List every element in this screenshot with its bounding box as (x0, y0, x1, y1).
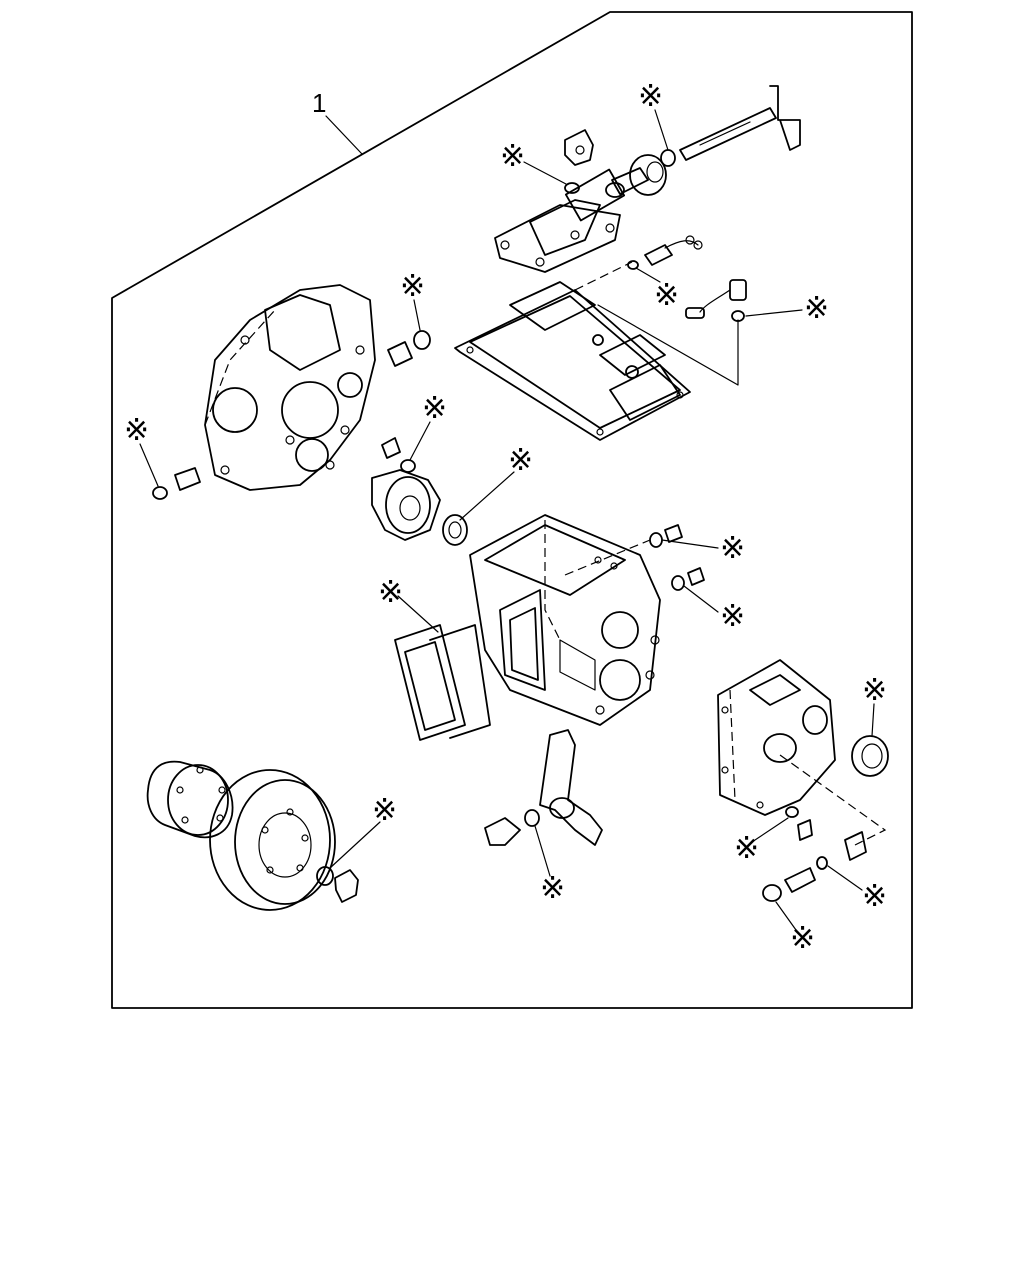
flywheel (209, 769, 336, 911)
elbow-fitting (564, 129, 594, 166)
replacement-marker: ※ (862, 879, 887, 914)
bolt (381, 437, 416, 473)
rear-extension-housing (717, 659, 836, 816)
replacement-marker: ※ (508, 443, 533, 478)
oil-seal (442, 514, 468, 546)
marker-group: ※ ※ ※ ※ ※ ※ ※ ※ ※ ※ ※ ※ ※ ※ ※ ※ ※ (124, 79, 887, 956)
companion-flange (146, 760, 234, 839)
shift-control-valve (494, 168, 626, 273)
speedometer-sleeve (762, 806, 867, 902)
guide-line (574, 261, 633, 291)
pivot-bolt (484, 809, 540, 846)
replacement-marker: ※ (400, 269, 425, 304)
replacement-marker: ※ (124, 413, 149, 448)
replacement-marker: ※ (372, 793, 397, 828)
bushing (387, 330, 431, 367)
lock-nut (316, 866, 359, 903)
inspection-cover-gaskets (394, 624, 491, 741)
replacement-marker: ※ (500, 139, 525, 174)
replacement-marker: ※ (638, 79, 663, 114)
guide-line (597, 304, 739, 386)
shift-roller (629, 154, 667, 196)
sensor-with-harness (685, 279, 747, 322)
shift-fork (539, 729, 603, 846)
replacement-marker: ※ (540, 871, 565, 906)
replacement-marker: ※ (422, 391, 447, 426)
transmission-case (469, 514, 661, 726)
dowel-pin (152, 467, 201, 500)
replacement-marker: ※ (378, 575, 403, 610)
replacement-marker: ※ (654, 278, 679, 313)
replacement-marker: ※ (804, 291, 829, 326)
rear-oil-seal (851, 735, 889, 777)
replacement-marker: ※ (734, 831, 759, 866)
replacement-marker: ※ (720, 531, 745, 566)
bearing-retainer (371, 469, 441, 541)
callout-leader-line (325, 115, 363, 155)
drain-plug (649, 524, 705, 591)
top-cover-plate (454, 281, 691, 441)
replacement-marker: ※ (862, 673, 887, 708)
kit-boundary-frame (111, 11, 913, 1009)
neutral-switch (627, 235, 703, 270)
bell-housing (204, 284, 376, 491)
callout-number: 1 (312, 88, 326, 118)
replacement-marker: ※ (720, 599, 745, 634)
guide-line (564, 539, 651, 576)
shift-rod (679, 85, 801, 161)
guide-line (779, 754, 887, 846)
